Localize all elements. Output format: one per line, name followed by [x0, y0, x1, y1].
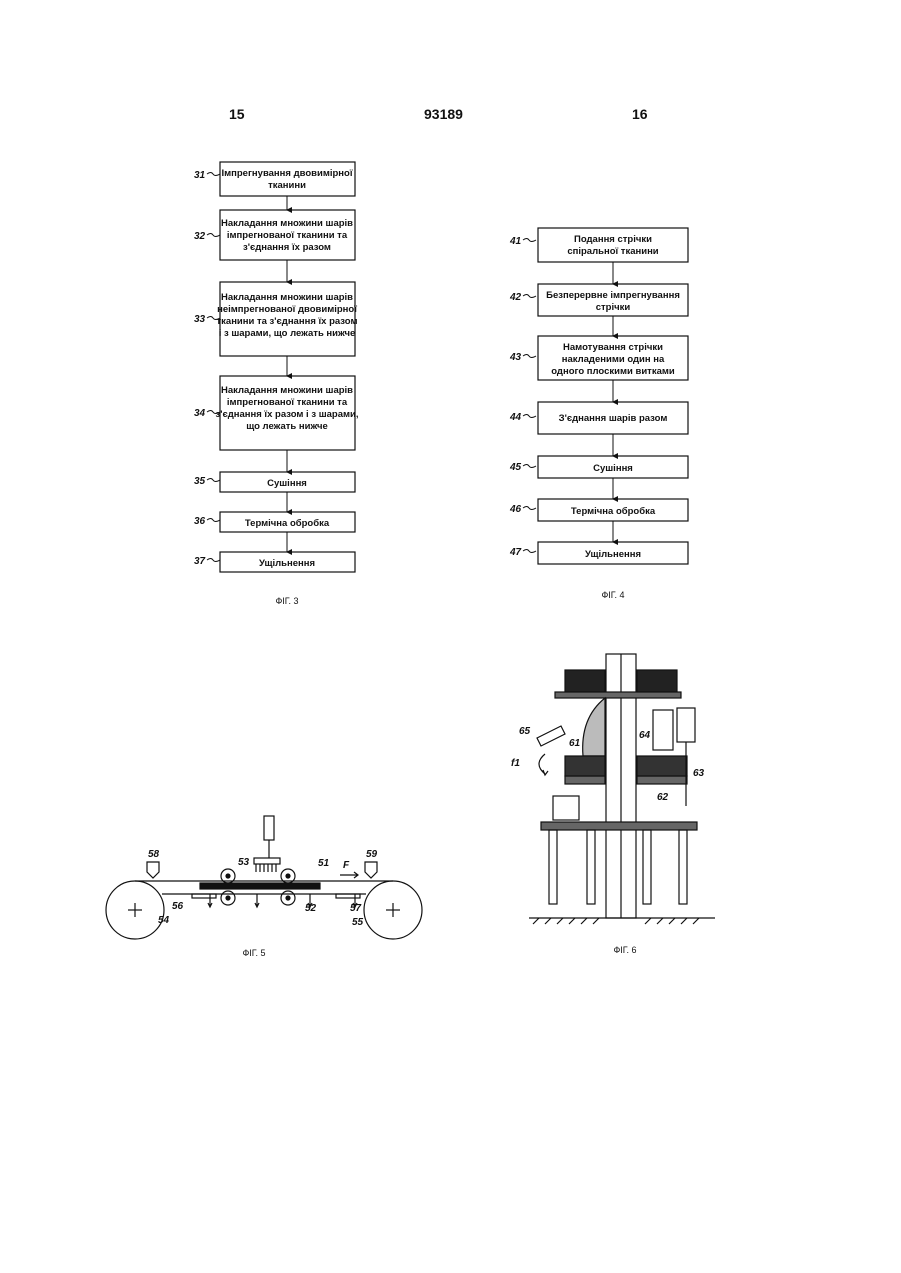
fig6-label-62: 62: [657, 792, 669, 803]
fig3-caption: ФІГ. 3: [275, 596, 298, 606]
fig4-ref-41: 41: [509, 236, 522, 247]
fig3-step-34-line-1: Накладання множини шарів: [221, 385, 353, 396]
fig3-step-31-line-1: Імпрегнування двовимірної: [221, 168, 352, 179]
fig4-step-41-line-1: Подання стрічки: [574, 234, 652, 245]
fig3-ref-37: 37: [194, 556, 206, 567]
fig3-step-35: Сушіння 35: [194, 472, 355, 492]
fig4-ref-45: 45: [509, 462, 522, 473]
fig3-step-34-line-3: з'єднання їх разом і з шарами,: [215, 409, 358, 420]
fig4-step-42-line-1: Безперервне імпрегнування: [546, 290, 680, 301]
fig4-step-43-line-1: Намотування стрічки: [563, 342, 663, 353]
figure-3-flowchart: Імпрегнування двовимірної тканини 31 Нак…: [180, 150, 380, 620]
fig4-step-42: Безперервне імпрегнування стрічки 42: [509, 284, 688, 316]
fig3-step-36-line-1: Термічна обробка: [245, 518, 330, 529]
fig3-step-34: Накладання множини шарів імпрегнованої т…: [194, 376, 359, 450]
fig3-step-31: Імпрегнування двовимірної тканини 31: [194, 162, 355, 196]
fig3-step-31-line-2: тканини: [268, 180, 306, 191]
fig3-ref-32: 32: [194, 231, 206, 242]
fig3-step-33-line-1: Накладання множини шарів: [221, 292, 353, 303]
fig3-step-33-line-4: і з шарами, що лежать нижче: [219, 328, 356, 339]
fig4-step-46: Термічна обробка 46: [509, 499, 688, 521]
figure-5-drawing: 58 59 53 51 F 56 54 52 57 55 ФІГ. 5: [100, 810, 430, 965]
fig3-ref-35: 35: [194, 476, 206, 487]
fig5-label-55: 55: [352, 917, 364, 928]
fig4-ref-42: 42: [509, 292, 522, 303]
fig4-ref-43: 43: [509, 352, 522, 363]
fig5-label-56: 56: [172, 901, 184, 912]
fig4-step-47-line-1: Ущільнення: [585, 549, 641, 560]
fig3-step-32: Накладання множини шарів імпрегнованої т…: [194, 210, 355, 260]
fig3-step-36: Термічна обробка 36: [194, 512, 355, 532]
fig3-step-35-line-1: Сушіння: [267, 478, 307, 489]
fig6-label-64: 64: [639, 730, 651, 741]
fig3-step-34-line-2: імпрегнованої тканини та: [227, 397, 348, 408]
fig4-step-45: Сушіння 45: [509, 456, 688, 478]
fig4-step-43-line-2: накладеними один на: [562, 354, 665, 365]
fig6-label-f1: f1: [511, 758, 520, 769]
fig6-label-65: 65: [519, 726, 531, 737]
fig3-step-32-line-1: Накладання множини шарів: [221, 218, 353, 229]
figure-6-drawing: 65 61 64 f1 63 62 ФІГ. 6: [505, 648, 725, 963]
fig5-label-57: 57: [350, 903, 362, 914]
fig5-label-F: F: [343, 860, 350, 871]
fig3-ref-33: 33: [194, 314, 206, 325]
fig6-caption: ФІГ. 6: [613, 945, 636, 955]
fig5-caption: ФІГ. 5: [242, 948, 265, 958]
fig3-step-37: Ущільнення 37: [194, 552, 355, 572]
fig3-step-33: Накладання множини шарів неімпрегнованої…: [194, 282, 358, 356]
fig4-step-45-line-1: Сушіння: [593, 463, 633, 474]
fig4-ref-44: 44: [509, 412, 522, 423]
fig3-step-37-line-1: Ущільнення: [259, 558, 315, 569]
fig5-label-51: 51: [318, 858, 330, 869]
fig4-step-44: З'єднання шарів разом 44: [509, 402, 688, 434]
fig3-step-33-line-3: тканини та з'єднання їх разом: [217, 316, 358, 327]
fig4-step-47: Ущільнення 47: [509, 542, 688, 564]
fig5-label-58: 58: [148, 849, 160, 860]
fig6-label-63: 63: [693, 768, 705, 779]
fig3-ref-36: 36: [194, 516, 206, 527]
fig4-ref-46: 46: [509, 504, 522, 515]
fig4-step-43-line-3: одного плоскими витками: [551, 366, 675, 377]
fig3-step-32-line-2: імпрегнованої тканини та: [227, 230, 348, 241]
patent-number: 93189: [424, 106, 463, 122]
fig4-ref-47: 47: [509, 547, 522, 558]
fig3-step-32-line-3: з'єднання їх разом: [243, 242, 331, 253]
fig3-ref-31: 31: [194, 170, 206, 181]
fig3-step-34-line-4: що лежать нижче: [246, 421, 328, 432]
fig5-label-53: 53: [238, 857, 250, 868]
figure-4-flowchart: Подання стрічки спіральної тканини 41 Бе…: [500, 220, 700, 605]
fig5-label-59: 59: [366, 849, 378, 860]
fig4-step-41-line-2: спіральної тканини: [567, 246, 658, 257]
fig4-step-41: Подання стрічки спіральної тканини 41: [509, 228, 688, 262]
fig3-step-33-line-2: неімпрегнованої двовимірної: [217, 304, 357, 315]
fig4-caption: ФІГ. 4: [601, 590, 624, 600]
fig3-ref-34: 34: [194, 408, 206, 419]
fig4-step-42-line-2: стрічки: [596, 302, 631, 313]
page-number-right: 16: [632, 106, 648, 122]
fig5-label-54: 54: [158, 915, 170, 926]
fig4-step-46-line-1: Термічна обробка: [571, 506, 656, 517]
page-number-left: 15: [229, 106, 245, 122]
fig6-label-61: 61: [569, 738, 581, 749]
fig4-step-43: Намотування стрічки накладеними один на …: [509, 336, 688, 380]
fig5-label-52: 52: [305, 903, 317, 914]
fig4-step-44-line-1: З'єднання шарів разом: [559, 413, 668, 424]
